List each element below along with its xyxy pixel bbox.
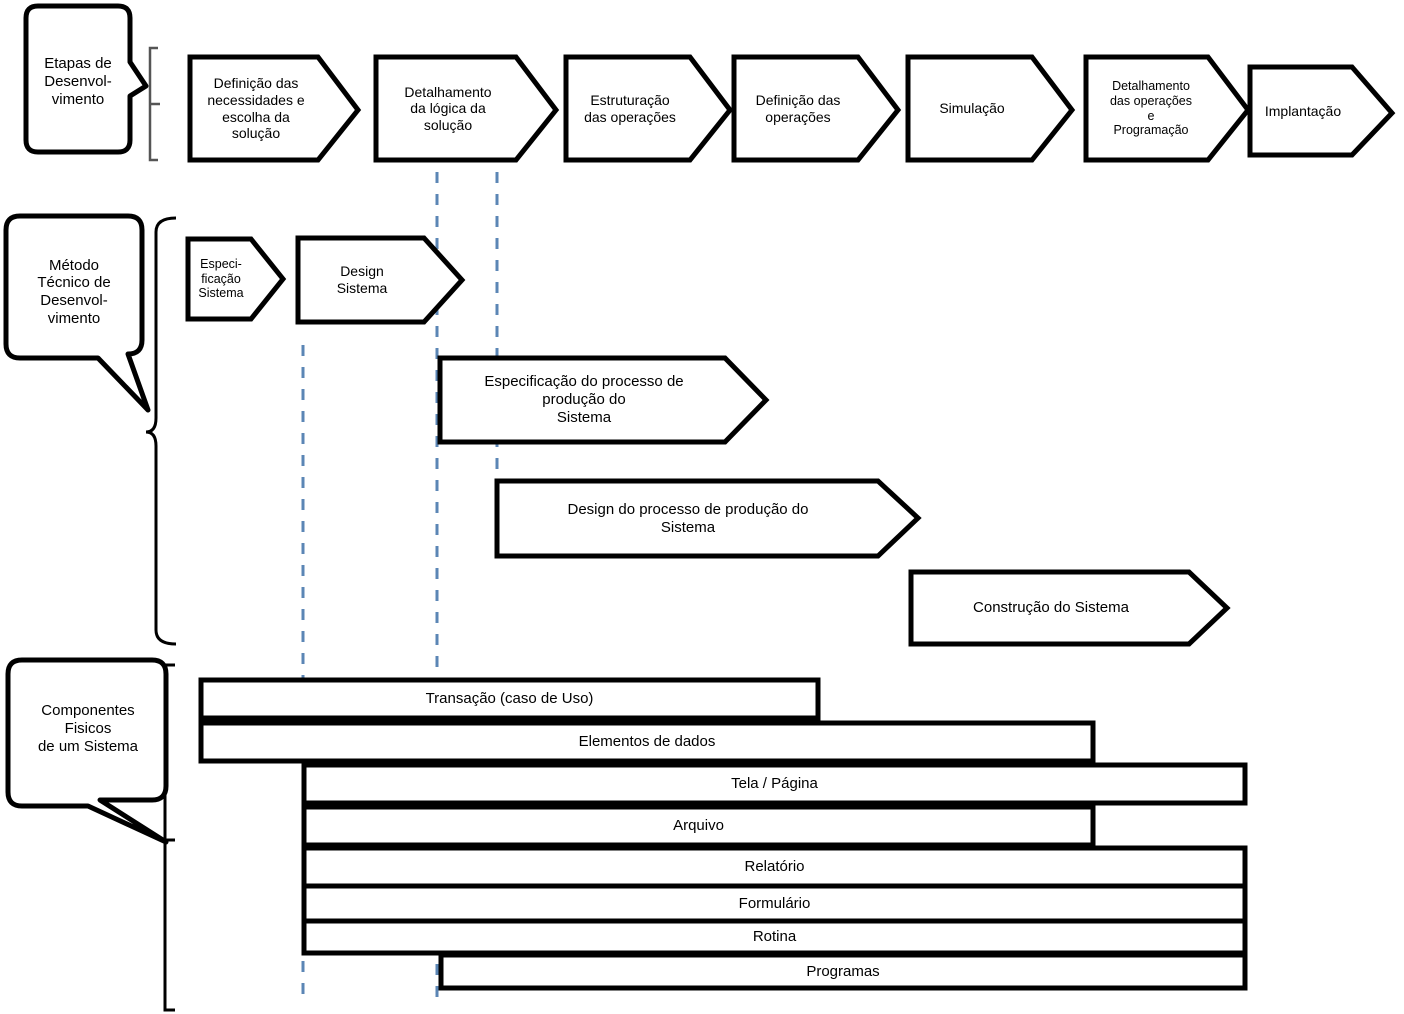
chevron-step-7 <box>1247 64 1396 158</box>
bar-programas <box>438 952 1248 991</box>
chevron-design-processo <box>494 478 922 559</box>
bubble-etapas <box>23 3 149 155</box>
bracket-etapas <box>148 46 160 162</box>
row-etapas-chevrons <box>187 54 1396 163</box>
row-componentes-bars <box>198 677 1248 991</box>
bar-elementos <box>198 720 1096 764</box>
bubble-metodo <box>3 213 151 413</box>
bracket-componentes <box>163 663 175 1012</box>
bar-transacao <box>198 677 821 721</box>
bar-rotina <box>301 918 1248 956</box>
bubble-componentes <box>5 657 169 845</box>
chevron-design-sistema <box>295 235 466 325</box>
bar-relatorio <box>301 845 1248 889</box>
bar-formulario <box>301 883 1248 924</box>
chevron-step-3 <box>563 54 734 163</box>
bar-tela <box>301 762 1248 806</box>
chevron-step-5 <box>905 54 1076 163</box>
chevron-construcao-sistema <box>908 569 1231 647</box>
bar-arquivo <box>301 804 1096 848</box>
chevron-step-1 <box>187 54 362 163</box>
chevron-step-4 <box>731 54 902 163</box>
chevron-step-6 <box>1083 54 1252 163</box>
chevron-step-2 <box>373 54 560 163</box>
chevron-especificacao-processo <box>437 355 770 445</box>
row-metodo-chevrons <box>185 235 1231 647</box>
bracket-metodo <box>145 216 177 646</box>
chevron-especificacao-sistema <box>185 236 287 322</box>
